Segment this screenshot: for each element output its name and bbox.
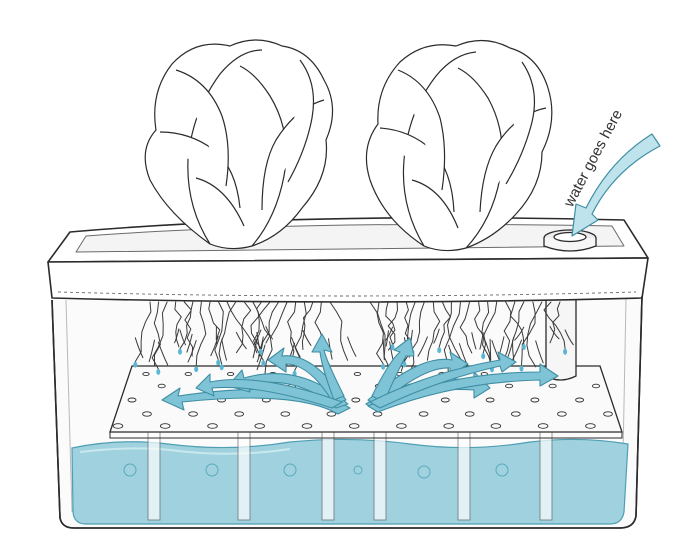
water-drop: [133, 361, 138, 368]
platform-supports: [147, 431, 553, 521]
water-drop: [437, 347, 442, 354]
water-inlet-arrow: [571, 133, 661, 237]
water-reservoir: [71, 438, 629, 525]
water-drop: [194, 366, 199, 373]
fill-tube: [545, 300, 577, 381]
lettuce-icon: [144, 39, 334, 250]
water-drop: [519, 365, 524, 372]
water-drop: [390, 344, 395, 351]
water-drop: [156, 368, 161, 375]
water-drop: [481, 353, 486, 360]
lettuce-icon: [365, 39, 553, 252]
water-drop: [521, 344, 526, 350]
water-drop: [261, 360, 266, 367]
fill-port-icon: [543, 229, 597, 252]
capillary-flow-arrows: [161, 333, 559, 415]
container-front-edge: [51, 295, 643, 529]
water-drop: [219, 364, 224, 371]
water-drop: [381, 363, 386, 370]
water-drop: [563, 348, 568, 355]
plant-roots: [134, 301, 574, 376]
water-drop: [258, 348, 263, 355]
water-drop: [216, 359, 221, 366]
water-drop: [178, 348, 182, 355]
water-drop: [402, 361, 407, 368]
